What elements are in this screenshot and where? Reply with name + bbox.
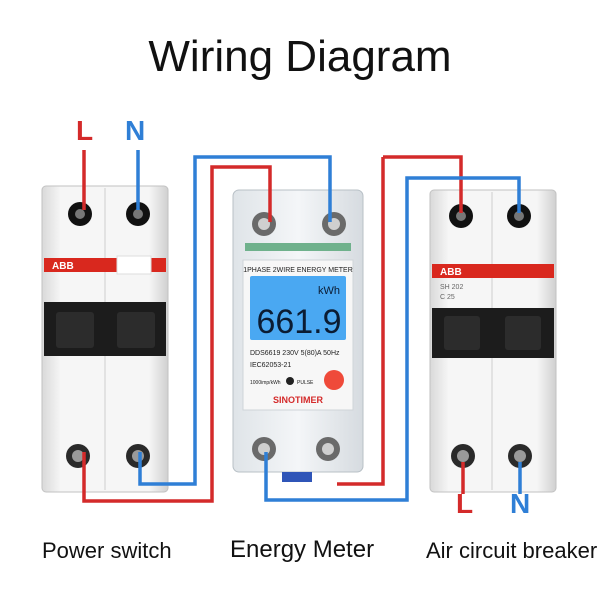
breaker-bottom-screw-left [457, 450, 469, 462]
label-bottom-live: L [456, 488, 474, 519]
breaker-brand-stripe [432, 264, 554, 278]
meter-header: 1PHASE 2WIRE ENERGY METER [243, 267, 353, 274]
power-switch-window [116, 255, 152, 275]
meter-reading: 661.9 [256, 303, 341, 341]
meter-bottom-screw-right [322, 443, 334, 455]
label-top-neutral: N [125, 115, 146, 146]
meter-red-button [324, 370, 344, 390]
meter-green-strip [245, 243, 351, 251]
breaker-bottom-screw-right [514, 450, 526, 462]
wire-switch-neutral-to-meter [138, 155, 332, 486]
meter-top-screw-left [258, 218, 270, 230]
page-title: Wiring Diagram [148, 32, 452, 81]
breaker-handle-right [505, 316, 541, 350]
breaker-rating: C 25 [440, 294, 455, 301]
power-switch-top-screw-left [75, 209, 85, 219]
power-switch: ABB [41, 185, 169, 493]
breaker-top-screw-left [456, 211, 466, 221]
wire-meter-to-breaker-neutral [264, 176, 521, 502]
meter-unit: kWh [318, 285, 340, 297]
caption-power-switch: Power switch [42, 538, 172, 563]
power-switch-bottom-screw-right [132, 450, 144, 462]
meter-brand: SINOTIMER [273, 395, 324, 405]
breaker-top-screw-right [514, 211, 524, 221]
meter-spec-line1: DDS6619 230V 5(80)A 50Hz [250, 350, 340, 357]
meter-din-clip [282, 472, 312, 482]
wire-meter-out-live [337, 157, 385, 486]
power-switch-brand: ABB [52, 261, 74, 272]
power-switch-bottom-screw-left [72, 450, 84, 462]
caption-energy-meter: Energy Meter [230, 536, 375, 563]
wire-meter-to-breaker-live [383, 155, 463, 213]
power-switch-top-screw-right [133, 209, 143, 219]
label-top-live: L [76, 115, 94, 146]
air-circuit-breaker: ABB SH 202 C 25 [429, 189, 557, 493]
meter-lcd [250, 276, 346, 340]
caption-air-circuit-breaker: Air circuit breaker [426, 538, 598, 563]
power-switch-handle-left [56, 312, 94, 348]
power-switch-handle-right [117, 312, 155, 348]
meter-bottom-screw-left [258, 443, 270, 455]
meter-pulse-label: PULSE [297, 380, 314, 386]
meter-spec-line2: IEC62053-21 [250, 362, 291, 369]
wire-switch-live-to-meter [82, 165, 272, 503]
label-bottom-neutral: N [510, 488, 531, 519]
energy-meter: 1PHASE 2WIRE ENERGY METER kWh 661.9 DDS6… [232, 189, 364, 482]
meter-pulse-led [286, 377, 294, 385]
meter-imp: 1000imp/kWh [250, 380, 281, 386]
breaker-brand: ABB [440, 267, 462, 278]
breaker-handle-left [444, 316, 480, 350]
breaker-model: SH 202 [440, 284, 463, 291]
